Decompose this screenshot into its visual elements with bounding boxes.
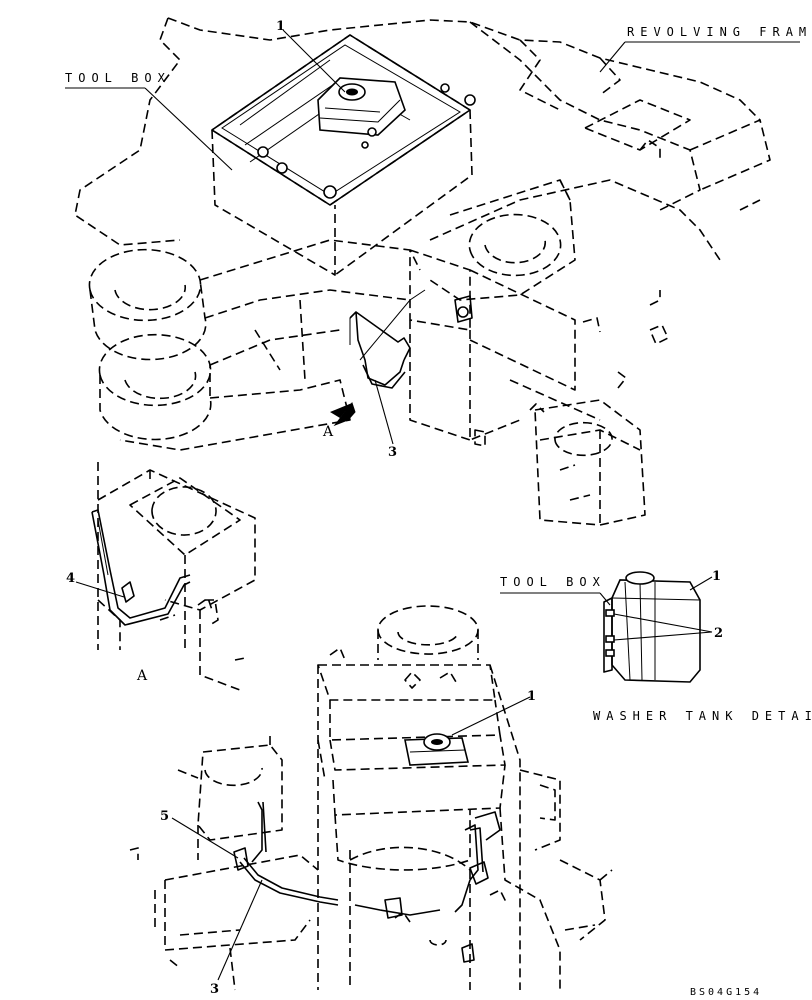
- tool-box-label: TOOL BOX: [65, 71, 171, 85]
- hose-bracket-top: [349, 289, 473, 389]
- revolving-frame-leader: [599, 41, 626, 73]
- callout-clamp-view-a: 4: [66, 571, 75, 586]
- revolving-frame-label: REVOLVING FRAM: [627, 25, 812, 39]
- view-arrow-letter: A: [322, 424, 334, 440]
- callout-hose-bottom: 3: [210, 982, 219, 997]
- callout-4-leader: [75, 581, 125, 598]
- washer-tank-detail-label: WASHER TANK DETAI: [593, 709, 812, 723]
- callout-5-leader: [171, 817, 239, 859]
- callout-3-bottom-leader: [217, 879, 263, 981]
- callout-clip-bottom: 5: [160, 809, 169, 824]
- callout-washer-tank-detail: 1: [712, 569, 721, 584]
- washer-tank-detail: [603, 571, 701, 683]
- washer-tank-bottom: [404, 733, 470, 766]
- revolving-frame-bottom-view: [129, 605, 613, 991]
- tool-box-detail-leader: [599, 592, 611, 606]
- tool-box-detail-label: TOOL BOX: [500, 575, 606, 589]
- view-a-arrow: A: [322, 401, 356, 440]
- callout-3-top-leader: [374, 379, 394, 445]
- tool-box-top: [211, 34, 476, 276]
- view-a-detail: [91, 462, 256, 691]
- callout-washer-tank-top: 1: [276, 19, 285, 34]
- callout-2-leader-a: [613, 613, 713, 633]
- callout-washer-tank-bottom: 1: [527, 689, 536, 704]
- callout-1-top-leader: [282, 29, 346, 93]
- callout-1-detail-leader: [689, 576, 713, 591]
- view-a-caption: A: [136, 668, 148, 684]
- callout-1-bottom-leader: [451, 696, 531, 736]
- tool-box-leader: [144, 87, 233, 171]
- callout-bolts-detail: 2: [714, 626, 723, 641]
- hose-bottom: [233, 801, 501, 963]
- washer-tank-top: [317, 77, 406, 149]
- drawing-code: BS04G154: [690, 987, 762, 998]
- callout-2-leader-b: [613, 631, 713, 641]
- revolving-frame-top-view: [74, 17, 771, 526]
- callout-hose-top: 3: [388, 445, 397, 460]
